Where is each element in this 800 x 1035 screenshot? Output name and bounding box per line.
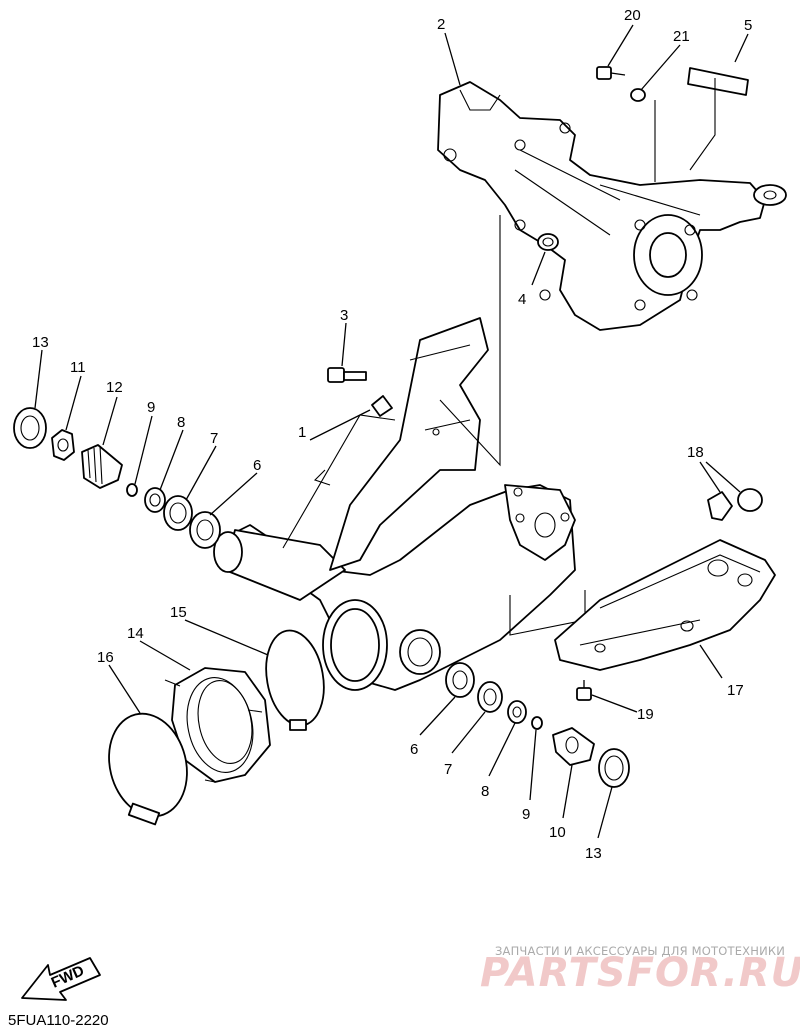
part-16-band-large (108, 712, 188, 826)
part-20-bolt (596, 66, 626, 80)
callout-13-left: 13 (32, 334, 49, 351)
callout-20: 20 (624, 7, 641, 24)
callout-1: 1 (298, 424, 306, 441)
callout-11: 11 (70, 359, 86, 376)
part-13-cap-right (598, 748, 630, 788)
diagram-code: 5FUA110-2220 (8, 1012, 109, 1029)
part-9-o-ring-right (531, 716, 543, 730)
callout-8-right: 8 (481, 783, 489, 800)
part-17-guard (554, 539, 776, 671)
callout-6-right: 6 (410, 741, 418, 758)
part-2-axle-housing (437, 81, 787, 331)
part-21-washer (630, 88, 646, 102)
callout-9-left: 9 (147, 399, 155, 416)
assembly-guide-lines (282, 78, 716, 636)
callout-5: 5 (744, 17, 752, 34)
callout-7-right: 7 (444, 761, 452, 778)
part-7-seal-right (477, 681, 503, 713)
part-8-collar-right (507, 700, 527, 724)
watermark-brand: PARTSFOR.RU (480, 950, 800, 996)
part-10-pivot-bolt (552, 727, 595, 766)
callout-10: 10 (549, 824, 566, 841)
part-3-bolt (327, 367, 393, 417)
callout-14: 14 (127, 625, 144, 642)
callout-17: 17 (727, 682, 744, 699)
part-13-cap-left (13, 407, 47, 449)
callout-9-right: 9 (522, 806, 530, 823)
part-6-bearing-right (445, 662, 475, 698)
fwd-arrow-icon: FWD (21, 957, 101, 1001)
part-15-band-small (265, 629, 325, 731)
part-7-seal-left (163, 495, 193, 531)
part-8-collar-left (144, 487, 166, 513)
callout-19: 19 (637, 706, 654, 723)
callout-16: 16 (97, 649, 114, 666)
callout-8-left: 8 (177, 414, 185, 431)
part-5-label (687, 67, 749, 96)
callout-3: 3 (340, 307, 348, 324)
callout-15: 15 (170, 604, 187, 621)
part-19-bolt (576, 680, 592, 701)
leader-lines (34, 24, 749, 839)
callout-6-left: 6 (253, 457, 261, 474)
callout-13-right: 13 (585, 845, 602, 862)
callout-2: 2 (437, 16, 445, 33)
part-9-o-ring-left (126, 483, 138, 497)
callout-18: 18 (687, 444, 704, 461)
part-11-nut (51, 429, 75, 461)
watermark-caption: ЗАПЧАСТИ И АКСЕССУАРЫ ДЛЯ МОТОТЕХНИКИ (494, 944, 786, 958)
part-1-swing-arm (213, 317, 576, 691)
part-4-collar (537, 233, 559, 251)
callout-21: 21 (673, 28, 690, 45)
part-14-boot (164, 667, 271, 783)
callout-7-left: 7 (210, 430, 218, 447)
callout-4: 4 (518, 291, 526, 308)
callout-numbers: 2 20 21 5 3 4 1 13 11 12 9 8 7 6 15 14 1… (32, 7, 752, 862)
part-6-bearing-left (189, 511, 221, 549)
callout-12: 12 (106, 379, 123, 396)
part-18-caps (707, 488, 763, 521)
part-12-shaft (81, 444, 123, 489)
